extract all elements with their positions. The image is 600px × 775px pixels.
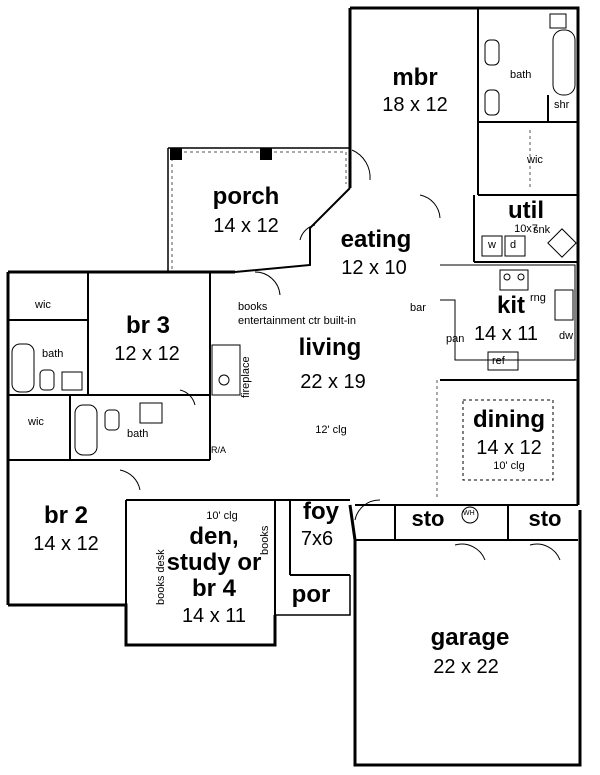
ceiling-living: 12' clg bbox=[315, 424, 347, 436]
label-shr: shr bbox=[554, 99, 570, 111]
label-books-den: books bbox=[259, 525, 271, 555]
room-size-util: 10x7 bbox=[514, 223, 538, 235]
room-name-foy: foy bbox=[303, 498, 339, 525]
room-name-sto-left: sto bbox=[411, 506, 445, 531]
label-fireplace: fireplace bbox=[240, 356, 252, 398]
ceiling-den: 10' clg bbox=[206, 510, 238, 522]
door-swings bbox=[119, 149, 561, 561]
room-name-dining: dining bbox=[473, 406, 545, 433]
label-dw: dw bbox=[559, 330, 574, 342]
room-name-util: util bbox=[508, 197, 544, 224]
room-name-sto-right: sto bbox=[528, 506, 562, 531]
label-bath-br3: bath bbox=[42, 348, 64, 360]
porch-columns bbox=[170, 148, 272, 160]
label-wic-br3: wic bbox=[35, 299, 51, 311]
label-wic-br2: wic bbox=[28, 416, 44, 428]
label-wic-mbr: wic bbox=[527, 154, 543, 166]
label-pan: pan bbox=[446, 333, 465, 345]
room-size-den: 14 x 11 bbox=[181, 605, 247, 627]
label-books-desk: books desk bbox=[155, 549, 167, 605]
room-size-eating: 12 x 10 bbox=[341, 257, 407, 279]
room-name-living: living bbox=[298, 334, 362, 361]
label-rng: rng bbox=[530, 292, 546, 304]
label-bar: bar bbox=[410, 302, 426, 314]
label-entertainment-ctr: entertainment ctr built-in bbox=[238, 315, 356, 327]
room-size-living: 22 x 19 bbox=[300, 371, 366, 393]
label-snk: snk bbox=[533, 224, 551, 236]
label-ref: ref bbox=[492, 355, 505, 367]
dashed-lines bbox=[171, 130, 531, 500]
room-name-eating: eating bbox=[340, 226, 412, 253]
room-name-mbr: mbr bbox=[392, 64, 438, 91]
label-bath-mbr: bath bbox=[510, 69, 532, 81]
fixtures bbox=[11, 13, 577, 524]
room-name-den: den, study or br 4 bbox=[166, 523, 262, 602]
room-name-por: por bbox=[291, 581, 331, 608]
room-name-br3: br 3 bbox=[125, 312, 171, 339]
room-size-foy: 7x6 bbox=[300, 528, 334, 550]
room-name-kit: kit bbox=[496, 292, 526, 319]
label-d: d bbox=[510, 239, 517, 251]
room-name-garage: garage bbox=[430, 624, 510, 651]
room-name-porch: porch bbox=[212, 183, 280, 210]
label-bath-br2: bath bbox=[127, 428, 149, 440]
label-wh: WH bbox=[463, 510, 475, 517]
room-size-br3: 12 x 12 bbox=[114, 343, 180, 365]
room-size-dining: 14 x 12 bbox=[476, 437, 542, 459]
label-w: w bbox=[488, 239, 496, 251]
room-name-br2: br 2 bbox=[43, 502, 89, 529]
exterior-walls bbox=[6, 6, 582, 767]
room-size-garage: 22 x 22 bbox=[433, 656, 499, 678]
room-size-mbr: 18 x 12 bbox=[382, 94, 448, 116]
room-size-br2: 14 x 12 bbox=[33, 533, 99, 555]
interior-walls bbox=[8, 8, 578, 615]
room-size-porch: 14 x 12 bbox=[213, 215, 279, 237]
ceiling-dining: 10' clg bbox=[493, 460, 525, 472]
label-ra: R/A bbox=[211, 445, 227, 455]
room-size-kit: 14 x 11 bbox=[473, 323, 539, 345]
label-books-top: books bbox=[238, 301, 268, 313]
